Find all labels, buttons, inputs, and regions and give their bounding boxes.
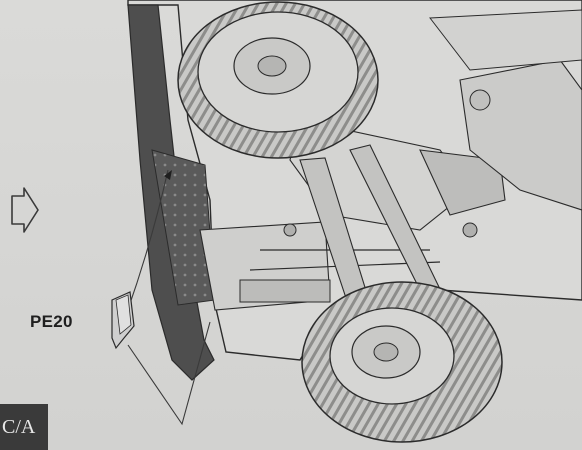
part-label-pe20: PE20 [30, 312, 73, 331]
attach-point-marker [164, 170, 172, 180]
upper-wheel [177, 1, 379, 159]
arrow-right-outline-icon [11, 187, 39, 233]
lower-wheel [301, 281, 503, 443]
corner-tag: C/A [0, 404, 48, 450]
pe20-part [111, 291, 135, 350]
